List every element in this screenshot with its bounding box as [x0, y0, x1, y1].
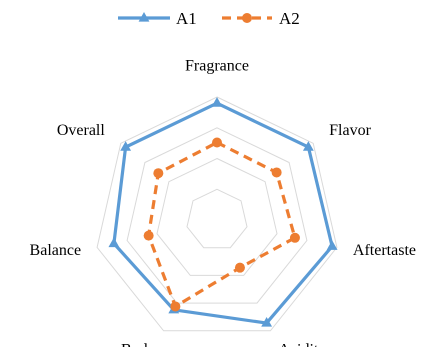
axis-label-overall: Overall — [57, 122, 106, 139]
series-line-a2 — [147, 140, 297, 308]
data-point-a2-overall — [153, 168, 164, 179]
axis-label-fragrance: Fragrance — [185, 58, 249, 75]
chart-legend: A1 A2 — [118, 9, 300, 28]
legend-marker-a1 — [138, 12, 150, 22]
data-point-a2-balance — [143, 230, 154, 241]
data-point-a2-aftertaste — [289, 232, 300, 243]
legend-label-a2: A2 — [279, 9, 300, 28]
grid-ring-3 — [126, 127, 308, 304]
legend-marker-a2 — [242, 13, 252, 23]
axis-label-acidity: Acidity — [278, 341, 326, 347]
grid-ring-1 — [186, 188, 248, 249]
legend-item-a2: A2 — [222, 9, 300, 28]
data-point-a2-flavor — [271, 167, 282, 178]
series-line-a1 — [112, 101, 334, 325]
data-point-a2-acidity — [234, 262, 245, 273]
legend-item-a1: A1 — [118, 9, 197, 28]
data-point-a1-overall — [120, 141, 132, 151]
grid-ring-2 — [156, 157, 278, 276]
grid-ring-4 — [96, 96, 338, 332]
axis-label-aftertaste: Aftertaste — [353, 242, 416, 259]
data-point-a1-balance — [108, 237, 120, 248]
data-point-a2-body — [170, 301, 181, 312]
radar-series — [108, 97, 338, 327]
data-point-a1-fragrance — [211, 97, 223, 107]
data-point-a1-flavor — [302, 141, 314, 151]
axis-label-flavor: Flavor — [329, 122, 371, 139]
data-point-a2-fragrance — [212, 137, 222, 148]
axis-label-body: Body — [121, 341, 156, 347]
data-point-a1-acidity — [261, 317, 273, 327]
axis-labels: FragranceFlavorAftertasteAcidity Body Bala… — [30, 58, 416, 347]
axis-label-balance: Balance — [30, 242, 82, 259]
radar-grid — [96, 96, 338, 332]
legend-label-a1: A1 — [176, 9, 197, 28]
data-point-a1-aftertaste — [326, 240, 338, 250]
